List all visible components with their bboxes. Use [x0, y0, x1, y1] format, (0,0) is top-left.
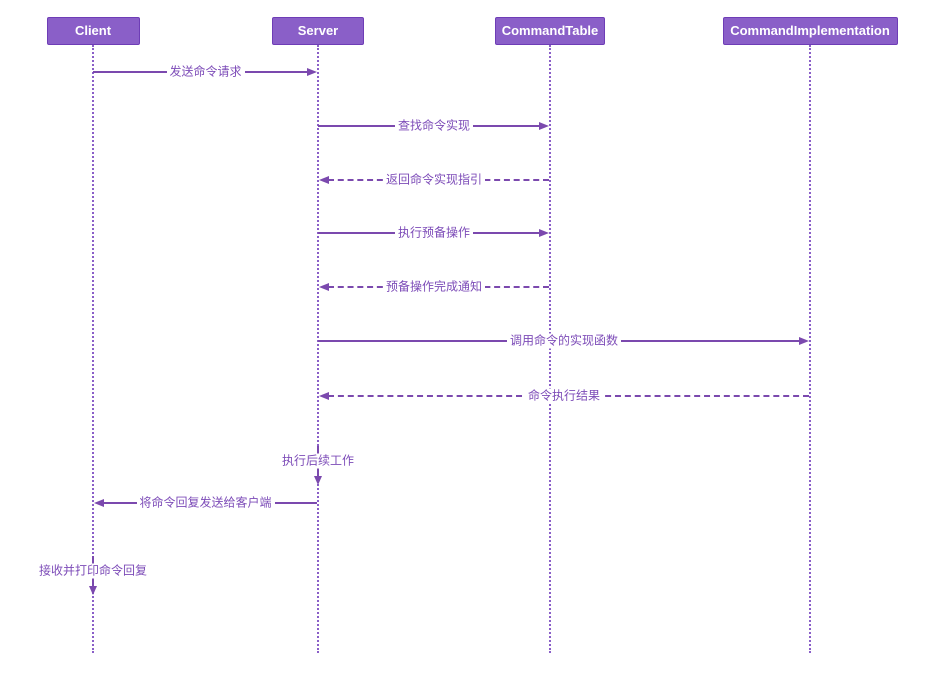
message-label: 执行预备操作: [394, 225, 474, 241]
message-label: 调用命令的实现函数: [506, 333, 622, 349]
message-label: 接收并打印命令回复: [35, 563, 151, 579]
arrow-left-icon: [319, 283, 329, 291]
message-label: 将命令回复发送给客户端: [136, 495, 275, 511]
arrow-down-icon: [89, 586, 97, 595]
arrow-left-icon: [94, 499, 104, 507]
arrow-left-icon: [319, 392, 329, 400]
arrow-down-icon: [314, 476, 322, 485]
message-label: 执行后续工作: [278, 453, 358, 469]
participant-label: CommandTable: [501, 23, 599, 38]
message-label: 预备操作完成通知: [382, 279, 486, 295]
participant-command-implementation: CommandImplementation: [722, 17, 898, 45]
lifeline-command-table: [549, 45, 551, 653]
message-label: 返回命令实现指引: [382, 172, 486, 188]
participant-client: Client: [46, 17, 140, 45]
lifeline-command-implementation: [809, 45, 811, 653]
message-label: 发送命令请求: [166, 64, 245, 80]
participant-label: Client: [74, 23, 112, 38]
participant-label: Server: [297, 23, 339, 38]
participant-command-table: CommandTable: [495, 17, 605, 45]
participant-server: Server: [272, 17, 364, 45]
participant-label: CommandImplementation: [730, 23, 890, 38]
arrow-right-icon: [539, 122, 549, 130]
arrow-right-icon: [799, 337, 809, 345]
message-label: 查找命令实现: [394, 118, 474, 134]
lifeline-server: [317, 45, 319, 653]
arrow-right-icon: [307, 68, 317, 76]
arrow-right-icon: [539, 229, 549, 237]
lifeline-client: [92, 45, 94, 653]
arrow-left-icon: [319, 176, 329, 184]
message-label: 命令执行结果: [524, 388, 604, 404]
